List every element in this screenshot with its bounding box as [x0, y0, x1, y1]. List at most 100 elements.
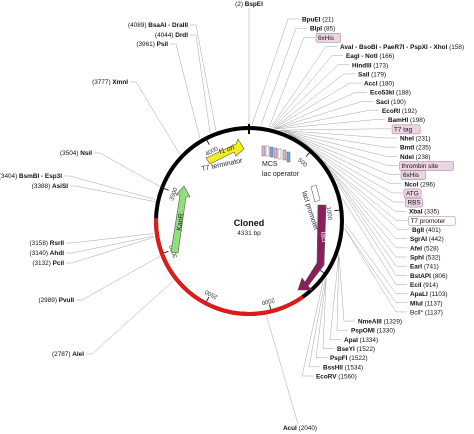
svg-text:SphI (532): SphI (532) [410, 255, 441, 262]
site-label[interactable]: (3777) XmnI [92, 79, 128, 86]
site-label[interactable]: EcoRI (192) [382, 108, 417, 115]
site-label[interactable]: SacI (190) [376, 99, 406, 106]
site-position: (2787) [52, 351, 72, 358]
site-label[interactable]: T7 tag [391, 124, 421, 135]
site-position: (3158) [30, 240, 50, 247]
feature-tag-box [399, 161, 454, 171]
site-label[interactable]: BpuEI (21) [302, 17, 334, 24]
svg-text:(3504) NsiI: (3504) NsiI [60, 150, 92, 157]
site-label[interactable]: XbaI (335) [409, 209, 439, 216]
site-leader-line [86, 280, 174, 355]
site-label[interactable]: RBS [405, 197, 423, 208]
site-label[interactable]: (2) BspEI [235, 1, 263, 8]
site-label[interactable]: ApaLI (1103) [410, 291, 448, 298]
insert-arc [154, 218, 304, 316]
svg-text:(3388) AsiSI: (3388) AsiSI [32, 183, 68, 190]
site-label[interactable]: (2989) PvuII [38, 297, 74, 304]
f1-ori-label: f1 ori [218, 144, 235, 156]
site-label[interactable]: SgrAI (442) [410, 236, 444, 243]
f1-ori-arrow[interactable] [205, 138, 245, 165]
site-label[interactable]: NmeAIII (1329) [358, 319, 402, 326]
site-position: (1522) [355, 346, 375, 353]
site-label[interactable]: BssHII (1534) [323, 364, 363, 371]
site-leader-line [190, 34, 211, 134]
site-position: (4089) [128, 22, 148, 29]
site-label[interactable]: EciI (914) [410, 282, 438, 289]
site-position: (1334) [358, 337, 378, 344]
site-leader-line [275, 101, 373, 129]
scale-tick [269, 304, 272, 310]
site-label[interactable]: 6xHis [315, 33, 341, 43]
site-label[interactable]: (3961) PsiI [136, 41, 168, 48]
svg-text:AccI (180): AccI (180) [364, 81, 394, 88]
site-label[interactable]: (2787) AleI [52, 351, 84, 358]
site-label[interactable]: PspFI (1522) [330, 355, 368, 362]
site-label[interactable]: T7 promoter [408, 216, 456, 226]
site-label[interactable]: (3504) NsiI [60, 150, 92, 157]
site-label[interactable]: AvaI - BsoBI - PaeR7I - PspXI - XhoI (15… [340, 44, 464, 51]
mcs-blocks[interactable] [261, 145, 291, 163]
site-label[interactable]: (3140) AhdI [30, 250, 65, 257]
site-label[interactable]: SalI (179) [358, 71, 386, 78]
site-label[interactable]: (4044) DrdI [155, 32, 188, 39]
site-name: SacI [376, 99, 389, 106]
site-label[interactable]: (3388) AsiSI [32, 183, 68, 190]
site-label[interactable]: AccI (180) [364, 81, 394, 88]
svg-text:(3961) PsiI: (3961) PsiI [136, 41, 168, 48]
site-label[interactable]: HindIII (173) [352, 62, 388, 69]
site-label[interactable]: BglI (401) [412, 227, 441, 234]
site-position: (3140) [30, 250, 50, 257]
site-label[interactable]: BlpI (85) [310, 26, 335, 33]
site-label[interactable]: BmtI (235) [400, 145, 431, 152]
site-label[interactable]: ATG [403, 188, 422, 199]
site-leader-line [301, 282, 324, 377]
site-label[interactable]: Eco53kI (188) [370, 90, 411, 97]
site-label[interactable]: (4089) BsaAI - DraIII [128, 22, 188, 29]
site-label[interactable]: ApaI (1334) [344, 337, 378, 344]
laci-promoter-arrow[interactable] [310, 184, 321, 203]
site-position: (3132) [32, 260, 52, 267]
svg-text:(2787) AleI: (2787) AleI [52, 351, 84, 358]
site-label[interactable]: NcoI (296) [405, 181, 436, 188]
site-leader-line [281, 130, 397, 157]
site-label[interactable]: EarI (741) [410, 264, 439, 271]
site-label[interactable]: (3404) BsmBI - Esp3I [0, 173, 62, 180]
site-label[interactable]: (3158) RsrII [30, 240, 65, 247]
site-label[interactable]: EcoRV (1560) [316, 374, 357, 381]
site-leader-line [338, 254, 355, 322]
site-label[interactable]: EagI - NotI (166) [346, 53, 394, 60]
site-position: (192) [400, 108, 417, 115]
svg-text:NdeI (238): NdeI (238) [400, 154, 431, 161]
site-label[interactable]: MluI (1137) [410, 300, 443, 307]
site-name: AsiSI [52, 183, 68, 190]
kanr-arrow[interactable] [170, 185, 191, 254]
site-label[interactable]: AfeI (528) [410, 245, 439, 252]
site-label[interactable]: 6xHis [400, 170, 426, 180]
site-name: AcuI [283, 425, 297, 432]
site-label[interactable]: NdeI (238) [400, 154, 431, 161]
site-name: NcoI [405, 181, 419, 188]
site-label[interactable]: BstAPI (806) [410, 273, 448, 280]
site-leader-line [66, 236, 155, 264]
site-label[interactable]: AcuI (2040) [283, 425, 317, 432]
site-name: NmeAIII [358, 319, 382, 326]
site-name: Eco53kI [370, 90, 394, 97]
site-position: (1330) [375, 328, 395, 335]
site-label[interactable]: BamHI (198) [388, 117, 425, 124]
site-label[interactable]: thrombin site [399, 161, 454, 171]
site-label[interactable]: BseYI (1522) [337, 346, 375, 353]
mcs-block [282, 149, 287, 161]
site-name: BpuEI [302, 17, 321, 24]
svg-text:(2989) PvuII: (2989) PvuII [38, 297, 74, 304]
site-label[interactable]: PspOMI (1330) [351, 328, 395, 335]
laci-arrow[interactable] [297, 204, 327, 291]
svg-text:EagI - NotI (166): EagI - NotI (166) [346, 53, 394, 60]
mcs-label: MCS [262, 161, 278, 168]
site-label[interactable]: SphI (532) [410, 255, 441, 262]
site-label[interactable]: NheI (231) [400, 136, 431, 143]
site-leader-line [190, 24, 217, 131]
site-position: (2040) [297, 425, 317, 432]
site-label[interactable]: (3132) PciI [32, 260, 64, 267]
site-leader-line [329, 255, 341, 340]
site-label[interactable]: BclI* (1137) [410, 309, 443, 316]
